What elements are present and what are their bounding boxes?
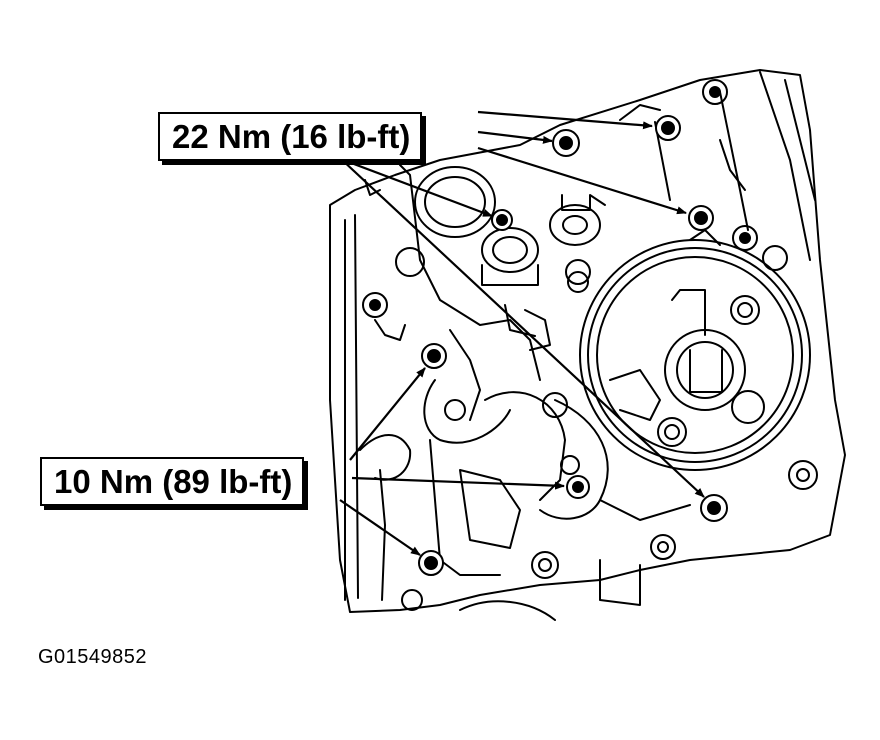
other-fasteners bbox=[362, 79, 758, 318]
bolt-22nm-2 bbox=[655, 115, 681, 141]
leader-22nm-e bbox=[339, 157, 705, 498]
coolant-passages bbox=[359, 104, 818, 621]
bolt-10nm-1 bbox=[421, 343, 447, 369]
bolt-22nm-3 bbox=[688, 205, 714, 231]
sensor-ports bbox=[414, 166, 606, 293]
leader-22nm-d bbox=[329, 153, 493, 218]
bolt-22nm-4 bbox=[491, 209, 513, 231]
figure-id-label: G01549852 bbox=[38, 646, 148, 668]
leader-10nm-a bbox=[349, 367, 426, 461]
pump-housing bbox=[579, 239, 811, 471]
leader-10nm-b bbox=[351, 476, 565, 490]
bolt-22nm-1 bbox=[552, 129, 580, 157]
leader-22nm-a bbox=[477, 130, 553, 144]
torque-callout-22nm: 22 Nm (16 lb-ft) bbox=[158, 112, 423, 161]
bolt-10nm-2 bbox=[566, 475, 590, 499]
leader-10nm-c bbox=[339, 499, 421, 556]
leader-22nm-c bbox=[477, 146, 687, 215]
leader-22nm-b bbox=[477, 110, 653, 130]
bolt-22nm-5 bbox=[700, 494, 728, 522]
torque-callout-10nm: 10 Nm (89 lb-ft) bbox=[40, 457, 305, 506]
bolt-10nm-3 bbox=[418, 550, 444, 576]
